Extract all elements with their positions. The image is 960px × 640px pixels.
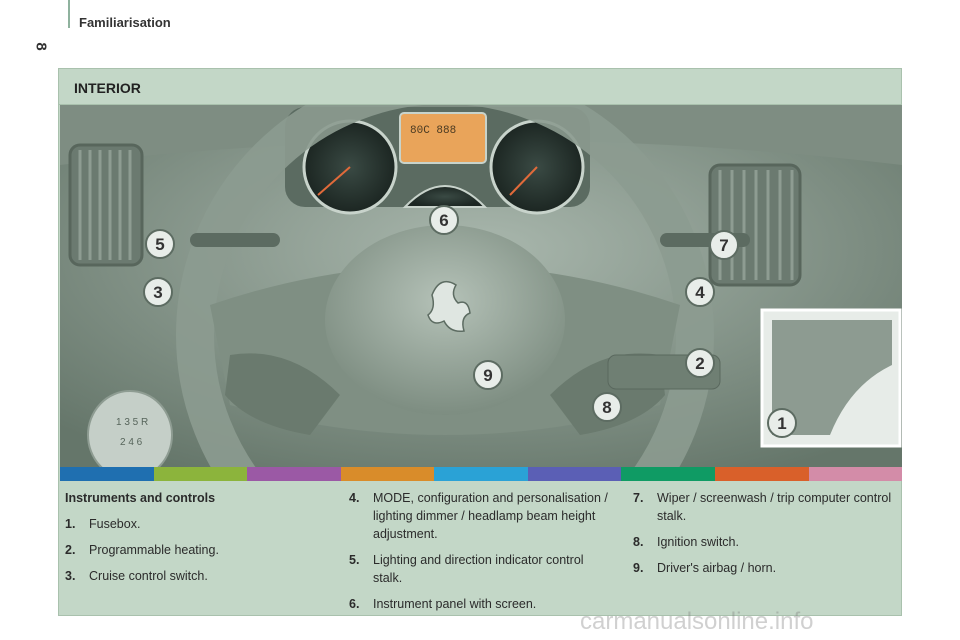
lcd-readout: 80C 888 [410, 125, 456, 137]
list-item: 2.Programmable heating. [65, 543, 219, 557]
svg-text:6: 6 [439, 211, 448, 230]
list-item: 3.Cruise control switch. [65, 569, 208, 583]
callout-2: 2 [685, 348, 715, 378]
callout-5: 5 [145, 229, 175, 259]
callout-6: 6 [429, 205, 459, 235]
svg-text:2: 2 [695, 354, 704, 373]
svg-text:1 3 5 R: 1 3 5 R [116, 417, 148, 428]
color-bar-segment-1 [60, 467, 154, 481]
callout-1: 1 [767, 408, 797, 438]
svg-text:9: 9 [483, 366, 492, 385]
list-item: 7.Wiper / screenwash / trip computer con… [633, 491, 892, 523]
page-number: 8 [32, 42, 50, 51]
svg-text:8: 8 [602, 398, 611, 417]
interior-panel: INTERIOR [58, 68, 903, 616]
callout-7: 7 [709, 230, 739, 260]
svg-text:5: 5 [155, 235, 164, 254]
list-item: 5.Lighting and direction indicator contr… [349, 553, 584, 585]
callout-4: 4 [685, 277, 715, 307]
dashboard-illustration: 80C 888 1 3 5 R 2 4 6 [60, 105, 902, 467]
callout-3: 3 [143, 277, 173, 307]
peugeot-lion-logo [427, 280, 471, 333]
list-column-2: 4.MODE, configuration and personalisatio… [349, 489, 611, 621]
svg-text:7: 7 [719, 236, 728, 255]
color-bar-segment-8 [714, 467, 809, 481]
list-item: 6.Instrument panel with screen. [349, 597, 537, 611]
list-item: 4.MODE, configuration and personalisatio… [349, 491, 608, 541]
svg-text:3: 3 [153, 283, 162, 302]
svg-text:1: 1 [777, 414, 786, 433]
list-heading: Instruments and controls [65, 491, 216, 505]
list-item: 9.Driver's airbag / horn. [633, 561, 777, 575]
svg-text:2 4 6: 2 4 6 [120, 437, 143, 448]
color-bar-segment-7 [621, 467, 715, 481]
color-bar-segment-5 [434, 467, 528, 481]
list-item: 8.Ignition switch. [633, 535, 739, 549]
dashboard-drawing: 80C 888 1 3 5 R 2 4 6 [60, 105, 902, 467]
color-bar-segment-3 [247, 467, 341, 481]
color-bar-segment-9 [808, 467, 903, 481]
section-color-bar [60, 467, 903, 481]
color-bar-segment-2 [153, 467, 248, 481]
callout-9: 9 [473, 360, 503, 390]
section-title: Familiarisation [79, 15, 171, 30]
watermark: carmanualsonline.info [580, 608, 814, 635]
color-bar-segment-6 [527, 467, 622, 481]
header-rule [68, 0, 70, 28]
list-item: 1.Fusebox. [65, 517, 141, 531]
list-column-1: Instruments and controls 1.Fusebox. 2.Pr… [65, 489, 325, 593]
color-bar-segment-4 [340, 467, 435, 481]
callout-8: 8 [592, 392, 622, 422]
panel-title: INTERIOR [74, 80, 141, 96]
svg-text:4: 4 [695, 283, 705, 302]
list-column-3: 7.Wiper / screenwash / trip computer con… [633, 489, 895, 585]
